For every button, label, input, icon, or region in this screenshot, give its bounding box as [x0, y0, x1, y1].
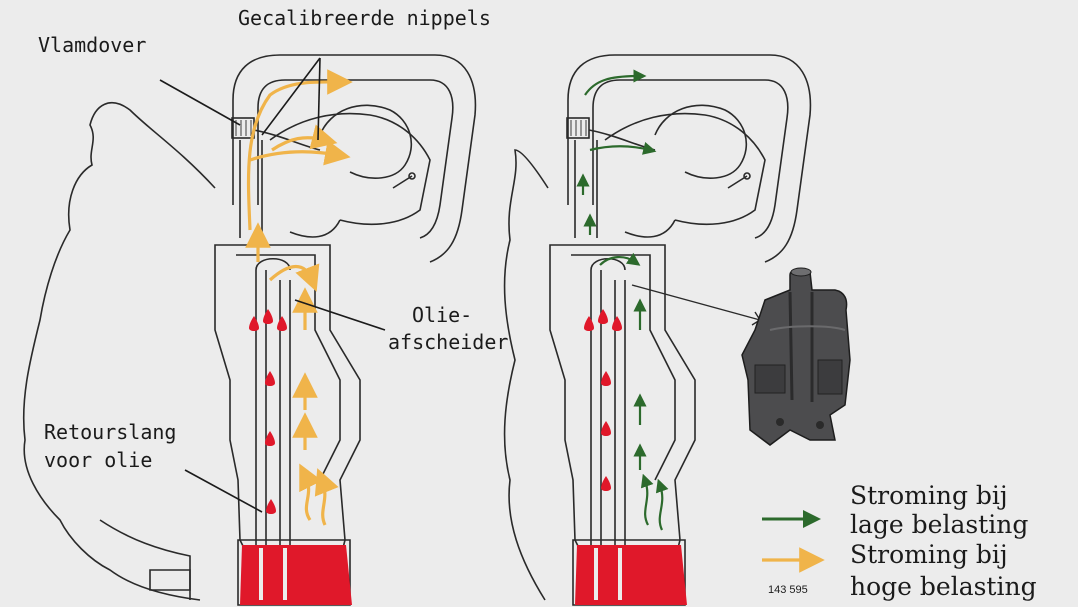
label-return-hose-line2: voor olie [44, 448, 152, 472]
legend-high-load-line1: Stroming bij [850, 541, 1008, 569]
right-oil-bath [575, 545, 687, 605]
right-engine-outline [505, 150, 548, 600]
left-engine-outline [24, 103, 215, 600]
label-oil-separator-line2: afscheider [388, 330, 508, 354]
legend-low-load-line2: lage belasting [850, 511, 1028, 539]
right-oil-drops [584, 309, 622, 491]
legend-high-load-line2: hoge belasting [850, 573, 1037, 601]
label-oil-separator-line1: Olie- [412, 303, 472, 327]
label-return-hose-line1: Retourslang [44, 420, 176, 444]
figure-number: 143 595 [768, 584, 808, 596]
legend-arrows [762, 519, 812, 560]
left-oil-drops [249, 309, 287, 514]
legend-low-load-line1: Stroming bij [850, 482, 1008, 510]
label-calibrated-nipples: Gecalibreerde nippels [238, 6, 491, 30]
label-flame-arrester: Vlamdover [38, 33, 146, 57]
oil-separator-part-illustration [742, 268, 850, 445]
left-oil-bath [240, 545, 352, 605]
